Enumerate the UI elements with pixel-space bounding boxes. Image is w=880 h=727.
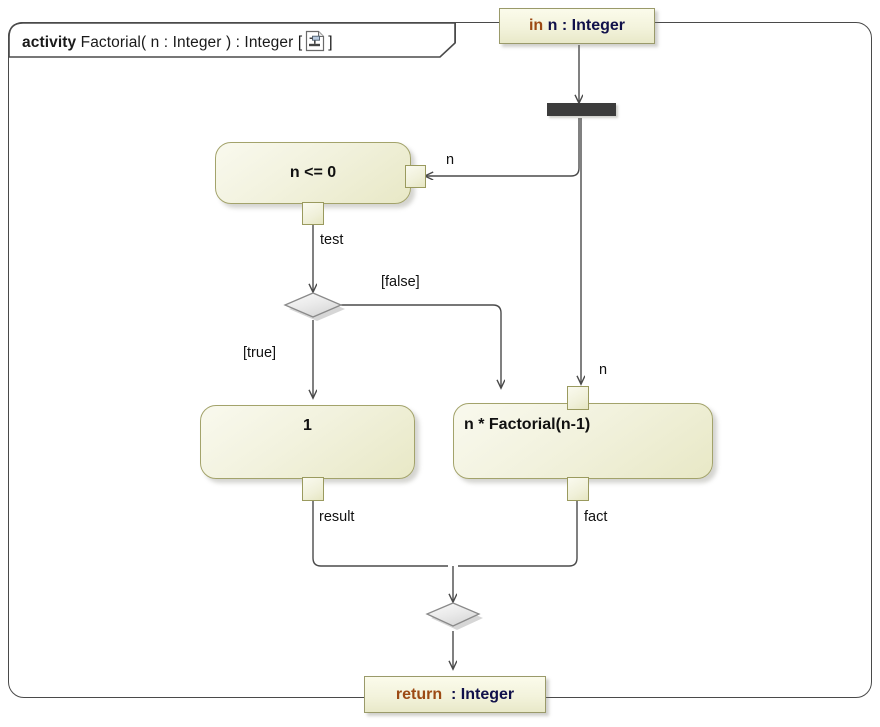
pin-test-output-test[interactable] [302,202,324,225]
pin-test-input-n[interactable] [405,165,426,188]
return-parameter-node[interactable]: return : Integer [364,676,546,713]
edge-label-n-into-test: n [446,152,455,168]
fork-node[interactable] [547,103,616,116]
edge-false-to-fact [341,304,501,388]
decision-node[interactable] [283,292,345,321]
input-parameter-node[interactable]: in n : Integer [499,8,655,44]
edge-label-guard-true: [true] [243,345,277,361]
bracket-close: ] [328,34,333,51]
action-label-test: n <= 0 [289,164,337,181]
edge-result-to-merge [312,500,448,567]
pin-one-output-result[interactable] [302,477,324,501]
input-parameter-keyword: in [528,17,544,34]
merge-node[interactable] [425,602,483,630]
edge-label-fact: fact [584,509,608,525]
activity-keyword: activity [22,34,77,51]
return-parameter-type: : Integer [451,685,515,703]
action-label-recursive: n * Factorial(n-1) [464,416,591,433]
action-node-one[interactable]: 1 [200,405,415,479]
pin-fact-input-n[interactable] [567,386,589,410]
bracket-open: [ [297,34,303,51]
activity-diagram-icon[interactable] [305,30,325,52]
activity-signature-text: Factorial( n : Integer ) : Integer [80,34,294,51]
edge-label-n-into-fact: n [599,362,608,378]
return-parameter-keyword: return [395,685,443,703]
activity-signature: activity Factorial( n : Integer ) : Inte… [22,30,333,52]
edge-label-result: result [319,509,355,525]
action-node-test[interactable]: n <= 0 [215,142,411,204]
edge-label-test: test [320,232,344,248]
pin-fact-output-fact[interactable] [567,477,589,501]
activity-frame [8,22,872,698]
input-parameter-type: n : Integer [547,17,625,34]
edge-label-guard-false: [false] [381,274,420,290]
action-node-recursive[interactable]: n * Factorial(n-1) [453,403,713,479]
action-label-one: 1 [303,417,312,434]
edge-fork-to-test-pin [425,118,580,176]
edge-fact-to-merge [458,500,578,567]
